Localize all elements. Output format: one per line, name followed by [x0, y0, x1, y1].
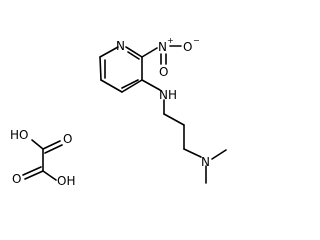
ring-to-nh-bond: [141, 79, 161, 91]
ring-bond-top-left: [99, 46, 119, 58]
dimethylamine-label: N: [201, 155, 210, 169]
amine-label: NH: [159, 88, 177, 102]
oxalic-top-oh-bond: [31, 139, 44, 150]
ring-double-bond-top: [127, 51, 140, 60]
ring-bond-top-right: [125, 46, 143, 58]
oxalic-bottom-co-bond-1: [24, 170, 44, 180]
oxalic-top-co-bond-2: [44, 144, 63, 154]
chain-bond-2: [163, 113, 185, 126]
oxalic-carbonyl-top-label: O: [63, 132, 72, 146]
oxalic-top-co-bond-1: [42, 140, 61, 150]
oxalic-bottom-oh-bond: [42, 170, 57, 181]
nitro-group: [141, 45, 182, 65]
oxalic-hydroxyl-top-label: HO: [10, 128, 28, 142]
aminopropyl-chain: [141, 79, 227, 184]
atom-labels: N N + O − O NH N HO O O OH: [10, 36, 210, 188]
oxalic-hydroxyl-bottom-label: OH: [57, 174, 75, 188]
ring-nitrogen-label: N: [116, 39, 125, 53]
nitro-nitrogen-label: N: [158, 40, 167, 54]
nitro-bond: [141, 47, 158, 58]
nitro-plus-label: +: [167, 36, 174, 45]
nitro-oxygen-right-label: O: [183, 40, 192, 54]
chain-bond-4: [183, 148, 202, 158]
oxalic-carbonyl-bottom-label: O: [12, 172, 21, 186]
ring-bond-bottom-left: [100, 79, 123, 93]
nitro-oxygen-minus-label: −: [193, 36, 200, 45]
pyridine-ring: [99, 46, 143, 93]
ring-bond-bottom-right: [121, 79, 143, 93]
methyl-bond-right: [211, 149, 227, 160]
nitro-oxygen-bottom-label: O: [159, 65, 168, 79]
chemical-structure-diagram: N N + O − O NH N HO O O OH: [10, 36, 227, 188]
oxalic-acid: [22, 139, 63, 181]
oxalic-bottom-co-bond-2: [22, 166, 42, 176]
ring-double-bond-bottom: [121, 79, 139, 89]
ring-bond-left: [99, 56, 102, 81]
structure-svg: N N + O − O NH N HO O O OH: [10, 36, 227, 188]
